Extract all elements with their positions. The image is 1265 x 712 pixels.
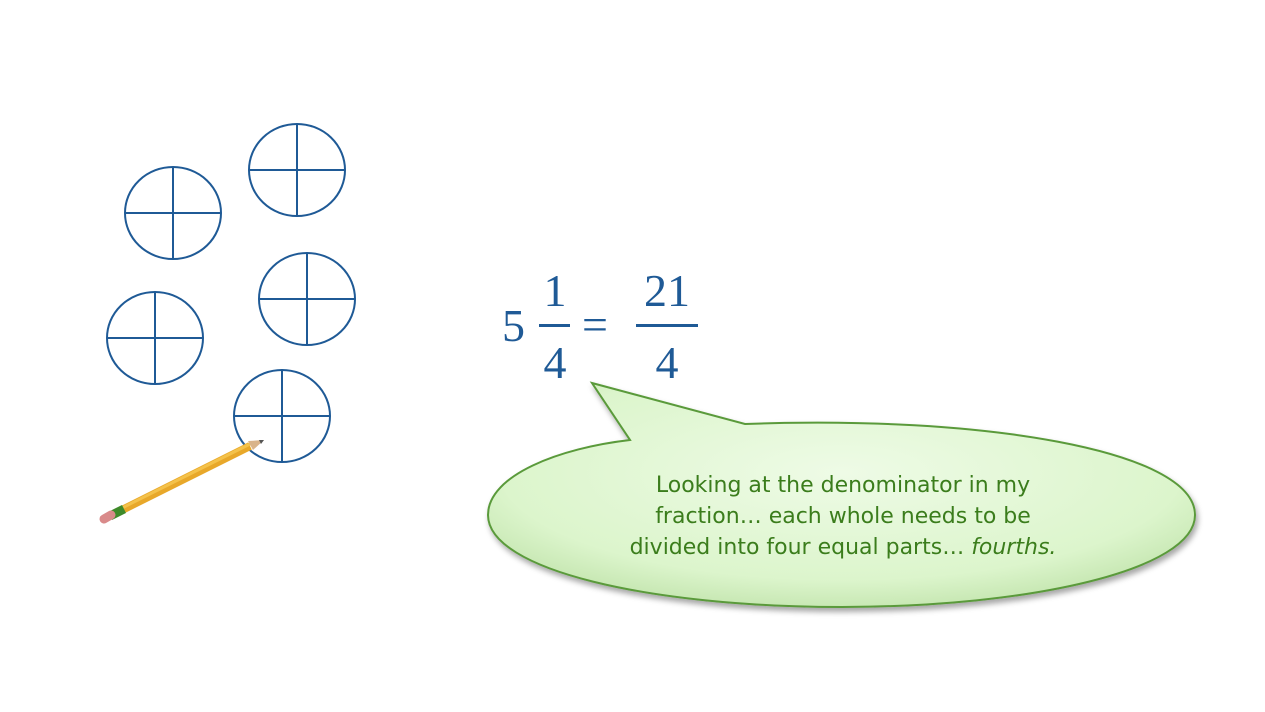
equation-left-numerator: 1 <box>543 265 567 316</box>
equation-right-denominator: 4 <box>655 337 679 388</box>
speech-line-3: divided into four equal parts… fourths. <box>560 532 1126 563</box>
fraction-circle-4 <box>106 291 204 385</box>
equation-right-fraction-bar <box>636 324 698 327</box>
speech-line-1: Looking at the denominator in my <box>655 473 1031 498</box>
equation-right-numerator: 21 <box>644 265 690 316</box>
equation-whole: 5 <box>502 300 525 351</box>
fraction-circle-3 <box>258 252 356 346</box>
speech-bubble-text: Looking at the denominator in my fractio… <box>560 470 1126 563</box>
speech-line-2: fraction… each whole needs to be <box>655 504 1031 529</box>
equation-left-denominator: 4 <box>543 337 567 388</box>
speech-line-3-plain: divided into four equal parts… <box>629 535 972 560</box>
fraction-circle-5 <box>233 369 331 463</box>
pencil-icon <box>99 440 264 524</box>
speech-line-3-italic: fourths. <box>971 535 1057 560</box>
fraction-circle-1 <box>124 166 222 260</box>
equation-equals: = <box>582 299 608 350</box>
equation-left-fraction-bar <box>539 324 570 327</box>
speech-bubble <box>486 381 1197 609</box>
fraction-circle-2 <box>248 123 346 217</box>
